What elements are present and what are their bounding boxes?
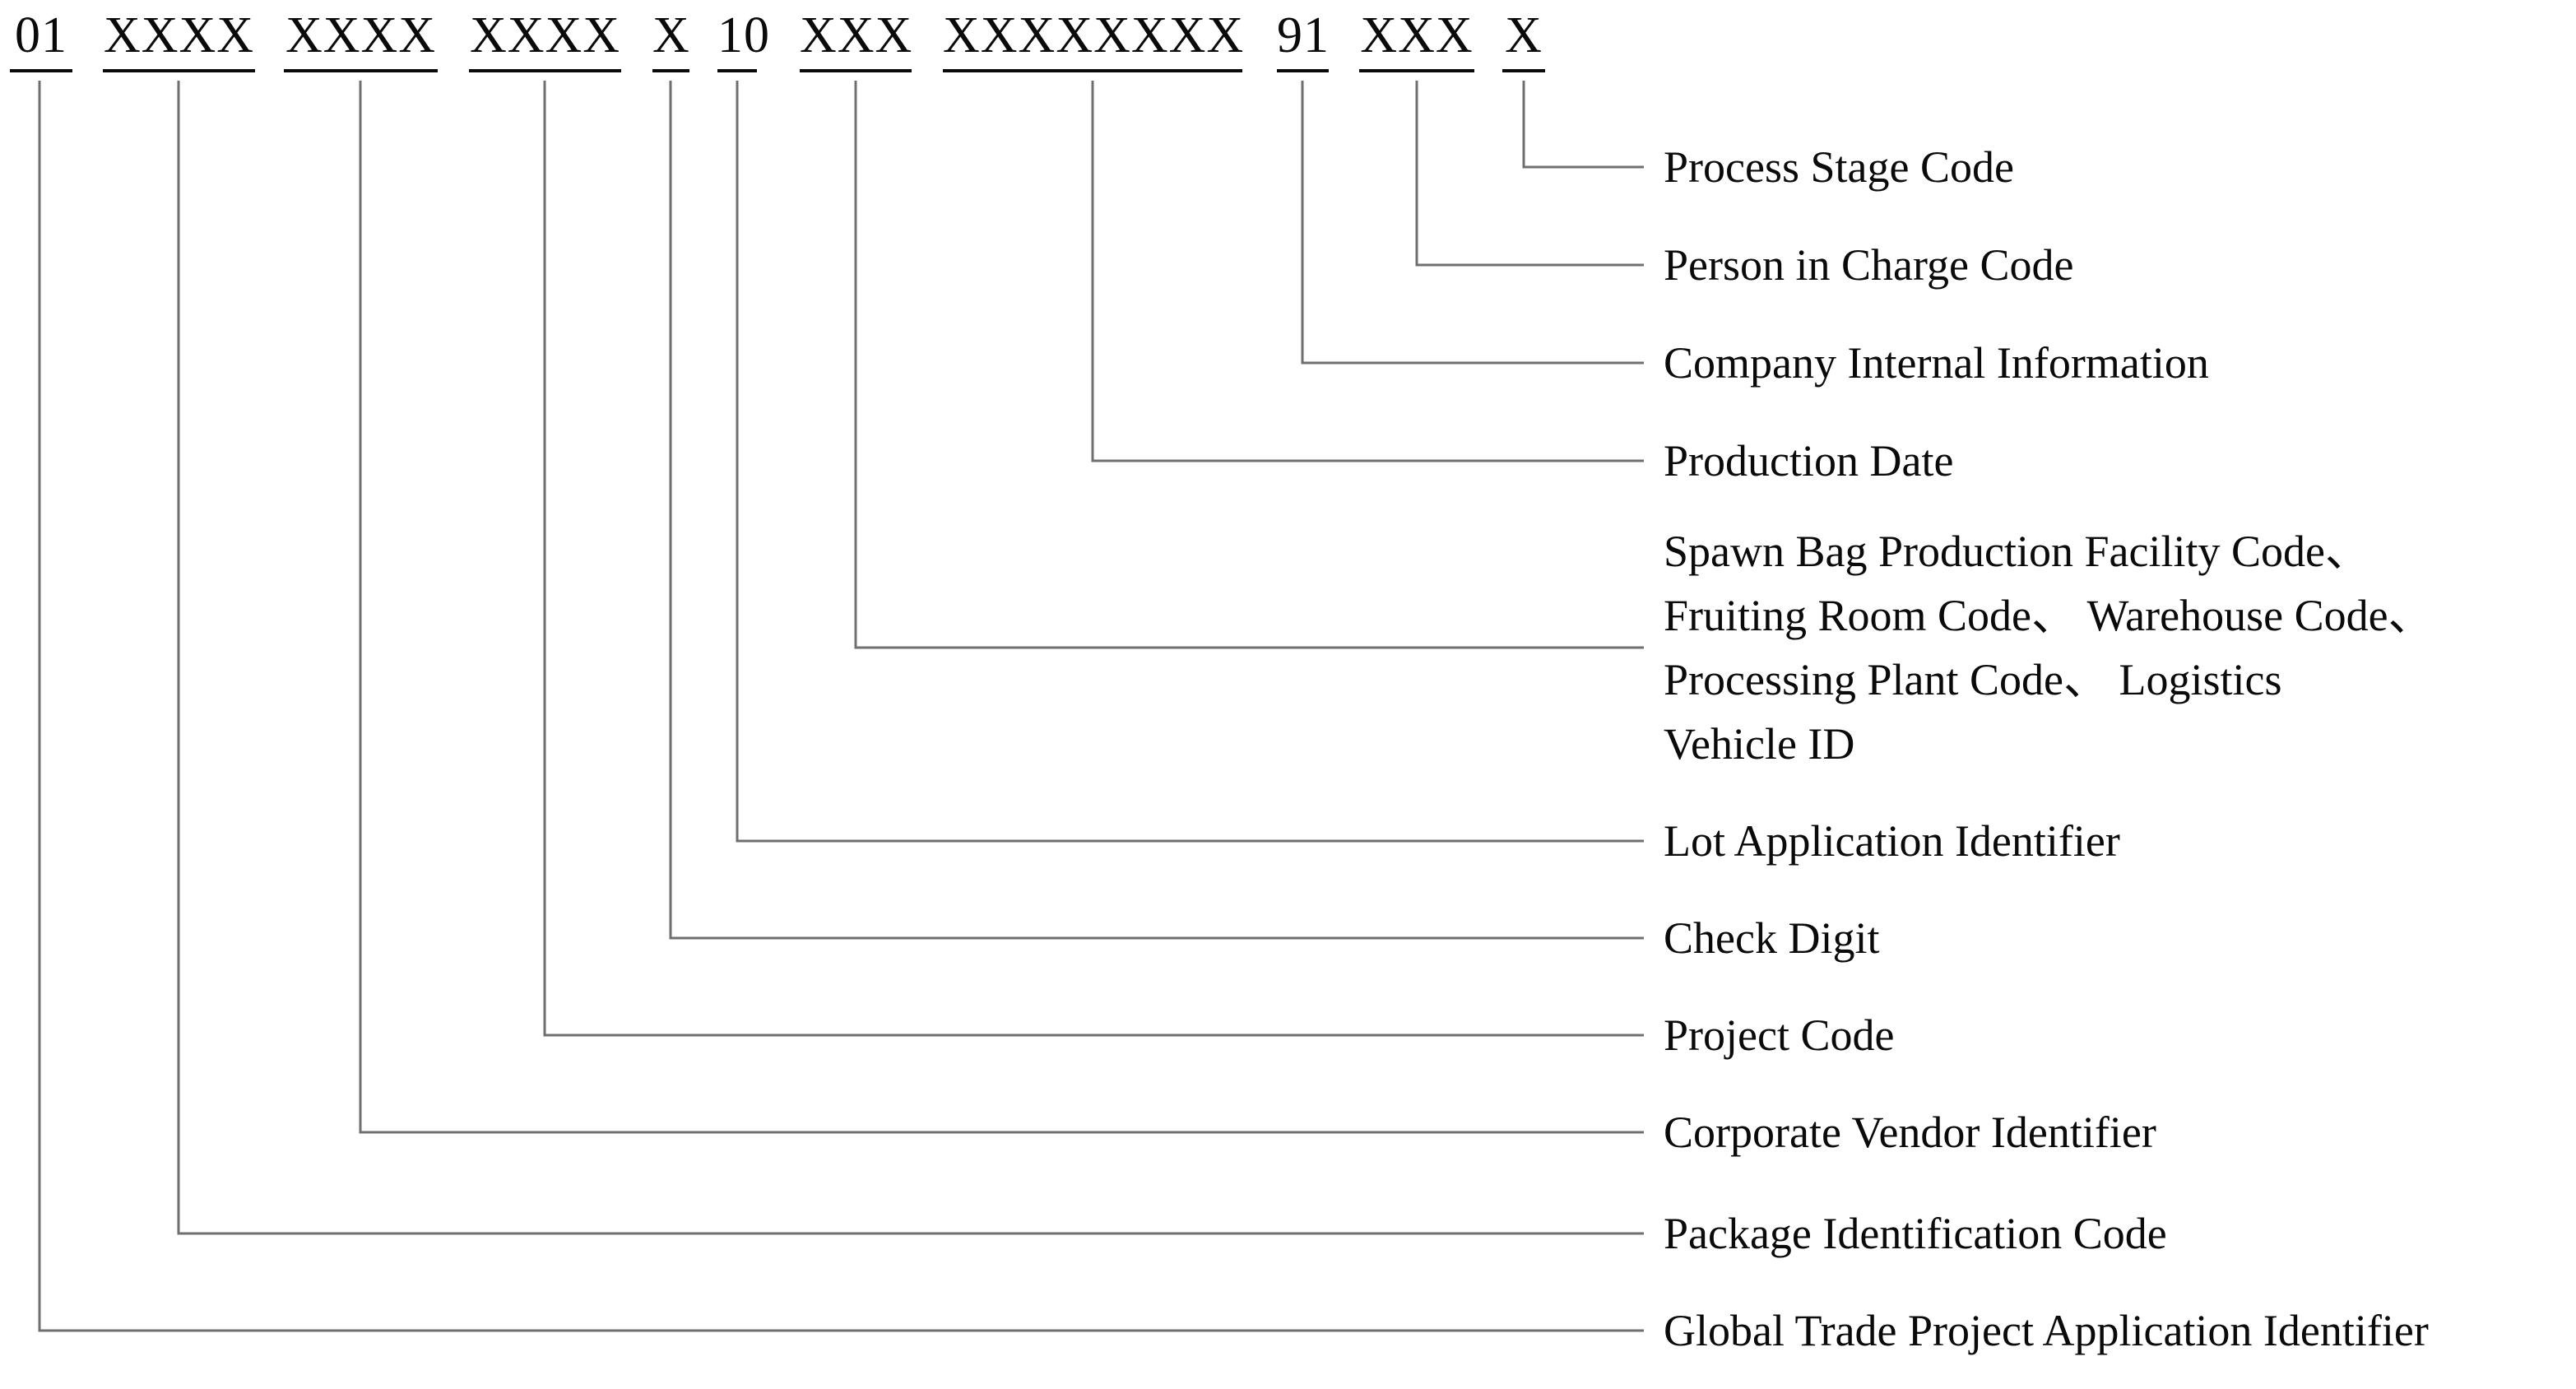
segment-package-identification-code: XXXX xyxy=(103,5,255,72)
label-process-stage-code: Process Stage Code xyxy=(1664,142,2014,192)
label-corporate-vendor-identifier: Corporate Vendor Identifier xyxy=(1664,1108,2156,1157)
segment-production-date: XXXXXXXX xyxy=(943,5,1243,72)
label-project-code: Project Code xyxy=(1664,1010,1895,1060)
label-global-trade-project-application-identifier: Global Trade Project Application Identif… xyxy=(1664,1306,2429,1355)
label-facility-codes: Spawn Bag Production Facility Code、 Frui… xyxy=(1664,527,2433,769)
label-lot-application-identifier: Lot Application Identifier xyxy=(1664,816,2120,866)
label-company-internal-information: Company Internal Information xyxy=(1664,338,2209,388)
segment-facility-code: XXX xyxy=(800,5,912,72)
segment-process-stage-code: X xyxy=(1502,5,1545,72)
segment-check-digit: X xyxy=(652,5,689,72)
segment-corporate-vendor-identifier: XXXX xyxy=(284,5,438,72)
label-package-identification-code: Package Identification Code xyxy=(1664,1209,2167,1258)
segment-project-code: XXXX xyxy=(469,5,621,72)
label-person-in-charge-code: Person in Charge Code xyxy=(1664,240,2074,290)
segment-person-in-charge-code: XXX xyxy=(1359,5,1474,72)
segment-global-trade-identifier: 01 xyxy=(10,5,72,72)
label-production-date: Production Date xyxy=(1664,436,1954,485)
segment-company-internal-information: 91 xyxy=(1277,5,1329,72)
label-check-digit: Check Digit xyxy=(1664,913,1880,963)
